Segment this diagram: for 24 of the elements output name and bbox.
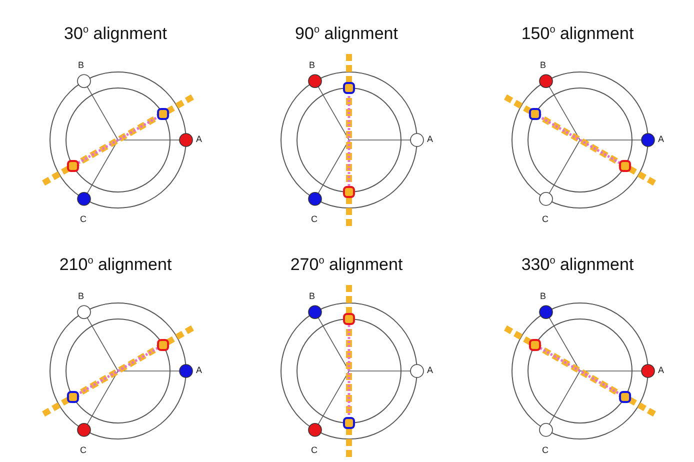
point-label: B: [309, 60, 316, 70]
panel-heading: 210$^{o}$ alignment: [58, 255, 173, 275]
point-label: C: [311, 214, 318, 224]
point-label: A: [427, 365, 434, 375]
panel-heading: 270$^{o}$ alignment: [289, 255, 404, 275]
point-label: A: [658, 134, 664, 144]
point-label: A: [658, 365, 664, 375]
point-label: C: [542, 214, 548, 224]
point-label: B: [78, 60, 84, 70]
panel-heading: 30$^{o}$ alignment: [63, 24, 168, 44]
point-label: C: [311, 445, 318, 455]
point-label: B: [309, 291, 316, 301]
point-label: A: [196, 365, 202, 375]
point-label: A: [427, 134, 434, 144]
panel-heading: 150$^{o}$ alignment: [520, 24, 635, 44]
panel-heading: 90$^{o}$ alignment: [294, 24, 399, 44]
point-label: B: [540, 291, 546, 301]
point-label: C: [542, 445, 548, 455]
point-label: A: [196, 134, 202, 144]
panel-heading: 330$^{o}$ alignment: [520, 255, 635, 275]
point-label: B: [78, 291, 84, 301]
point-label: C: [80, 445, 86, 455]
point-label: C: [80, 214, 86, 224]
point-label: B: [540, 60, 546, 70]
